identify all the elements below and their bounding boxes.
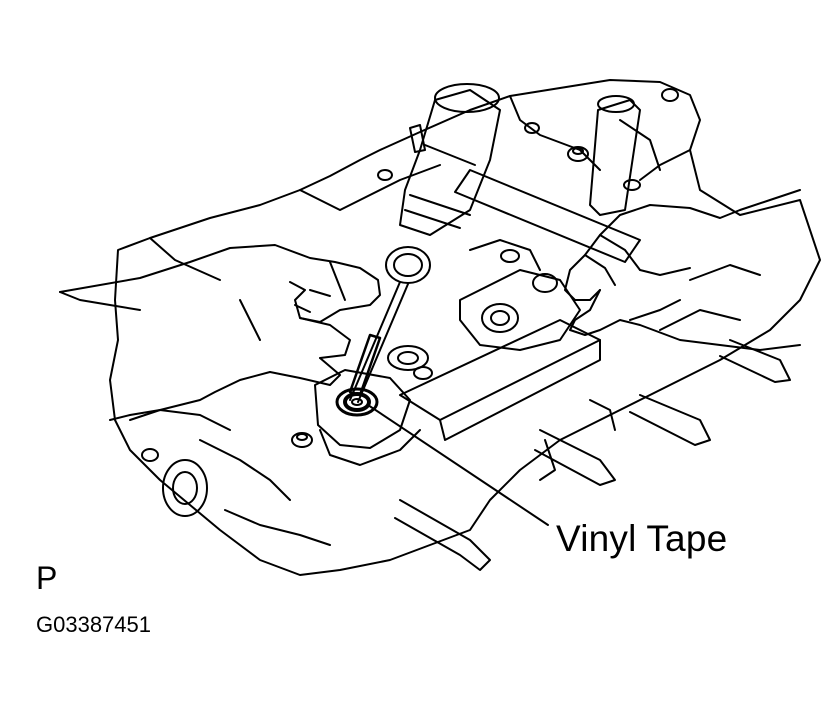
callout-leader-line bbox=[368, 405, 548, 525]
right-hand bbox=[565, 190, 800, 350]
vinyl-tape-callout-label: Vinyl Tape bbox=[556, 518, 728, 559]
corner-mark-label: P bbox=[36, 560, 58, 596]
cylinder-head bbox=[110, 80, 820, 575]
bolt-group bbox=[292, 89, 678, 447]
left-hand bbox=[60, 245, 380, 420]
figure-code-label: G03387451 bbox=[36, 612, 151, 637]
compressor-tool bbox=[400, 84, 640, 262]
valve bbox=[337, 247, 430, 415]
